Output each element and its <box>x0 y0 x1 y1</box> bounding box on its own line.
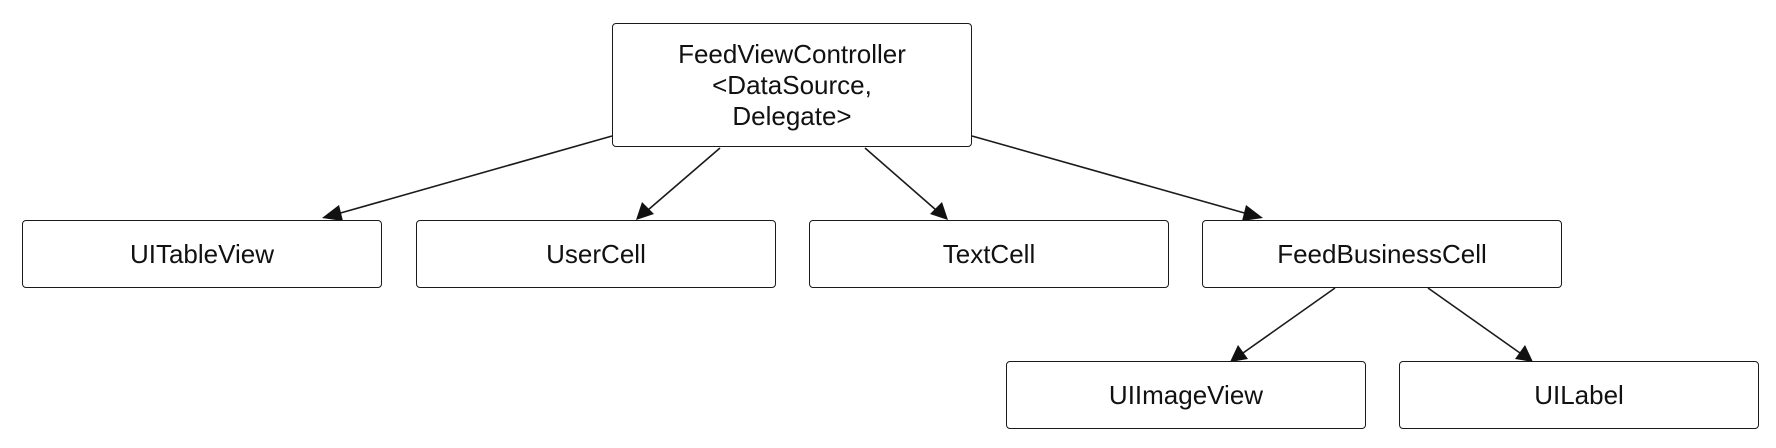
edge-root-to-text-cell <box>864 147 948 220</box>
node-ui-image-view-label: UIImageView <box>1108 379 1264 410</box>
node-user-cell-label: UserCell <box>546 238 646 269</box>
node-ui-table-view-label: UITableView <box>129 238 275 269</box>
node-feed-view-controller: FeedViewController <DataSource, Delegate… <box>612 23 972 147</box>
node-ui-image-view: UIImageView <box>1006 361 1366 429</box>
edge-feed-business-cell-to-image-view <box>1230 287 1336 362</box>
node-ui-table-view: UITableView <box>22 220 382 288</box>
node-ui-label: UILabel <box>1399 361 1759 429</box>
node-feed-view-controller-line-3: Delegate> <box>732 100 852 131</box>
node-feed-view-controller-label: FeedViewController <DataSource, Delegate… <box>678 39 906 132</box>
node-user-cell: UserCell <box>416 220 776 288</box>
edge-root-to-user-cell <box>636 147 721 220</box>
node-text-cell: TextCell <box>809 220 1169 288</box>
node-feed-view-controller-line-2: <DataSource, <box>712 69 872 100</box>
node-feed-business-cell-label: FeedBusinessCell <box>1277 238 1487 269</box>
edge-feed-business-cell-to-ui-label <box>1427 287 1533 362</box>
node-feed-view-controller-line-1: FeedViewController <box>678 38 906 69</box>
node-text-cell-label: TextCell <box>942 238 1036 269</box>
edge-root-to-table-view <box>322 135 613 221</box>
node-feed-business-cell: FeedBusinessCell <box>1202 220 1562 288</box>
edge-root-to-feed-business-cell <box>971 135 1263 221</box>
node-ui-label-label: UILabel <box>1534 379 1624 410</box>
